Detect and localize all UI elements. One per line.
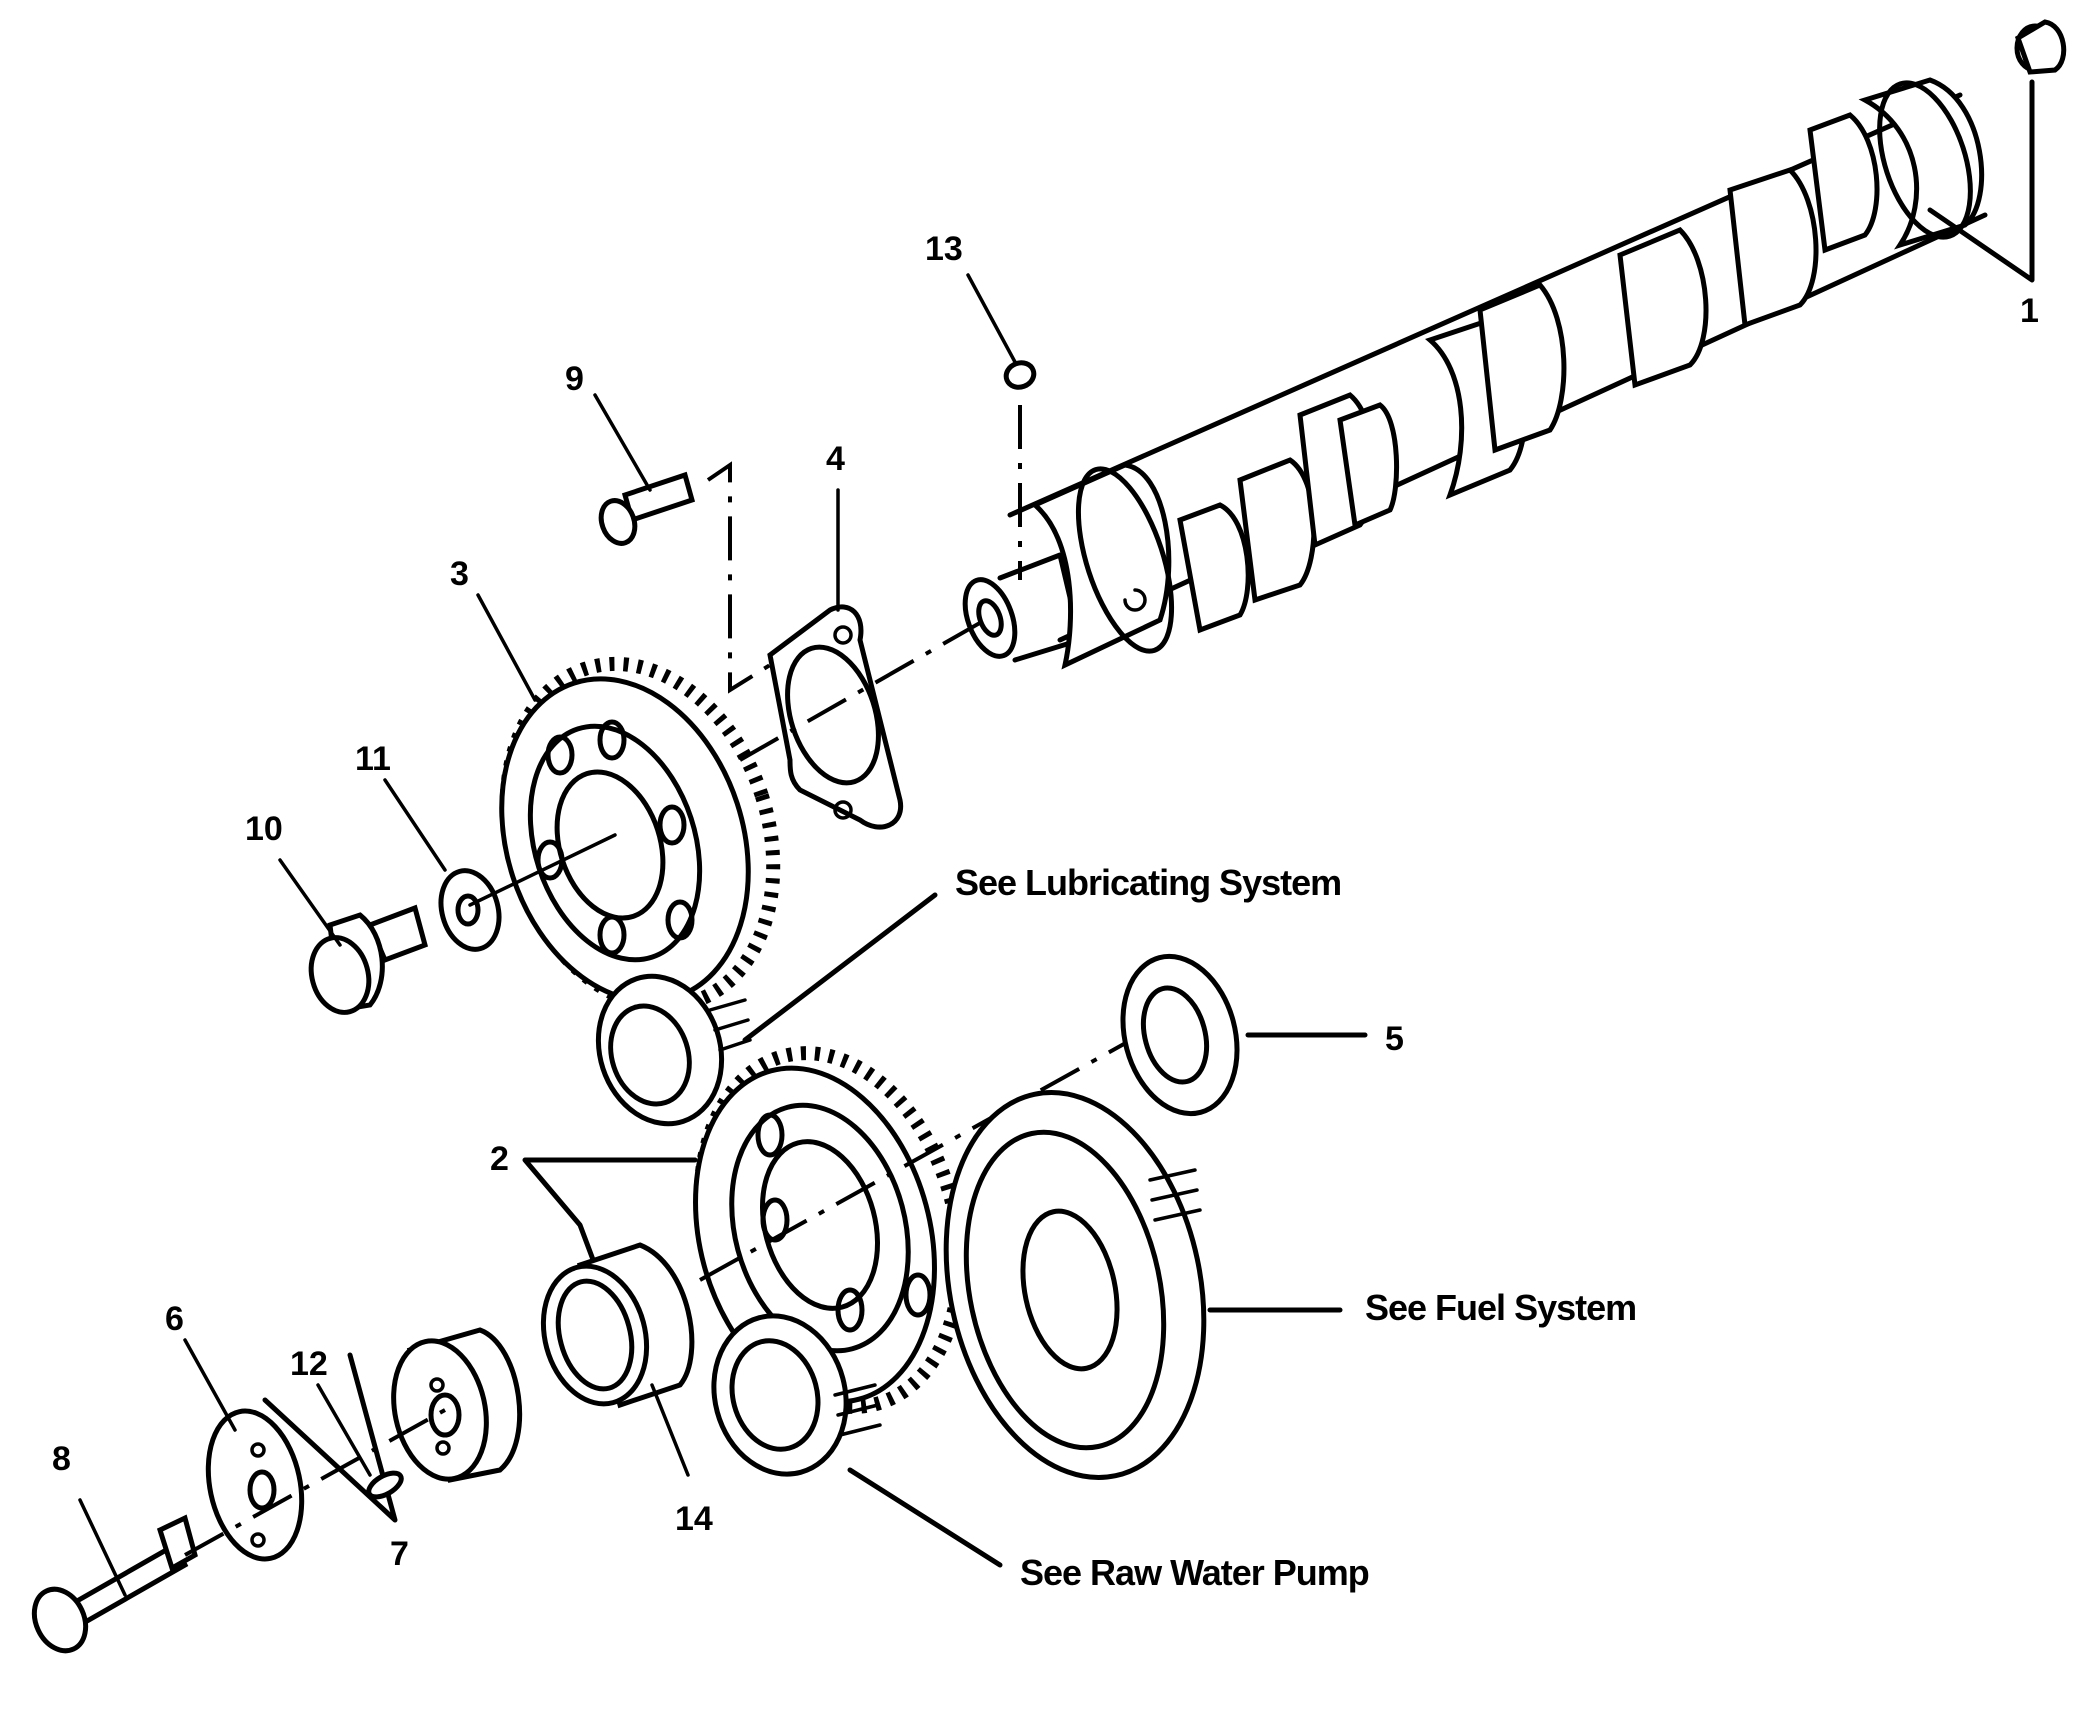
centerline-bolt-9 (706, 461, 772, 694)
callout-13-leader (966, 273, 1017, 364)
callout-4: 4 (826, 440, 845, 478)
callout-10-leader (278, 858, 342, 947)
bolt-10 (308, 904, 429, 1015)
camshaft-lobes (1177, 77, 1984, 634)
callout-6-leader (183, 1338, 237, 1432)
callout-1: 1 (2020, 292, 2039, 330)
see-fuel-system: See Fuel System (1365, 1287, 1636, 1328)
lube-pump-gear (595, 973, 752, 1127)
lubricating-leader (742, 892, 938, 1043)
callout-12-leader (316, 1383, 372, 1477)
centerline-gear-3 (468, 833, 617, 907)
callout-7: 7 (390, 1535, 409, 1573)
callout-8: 8 (52, 1440, 71, 1478)
callout-14: 14 (675, 1500, 713, 1538)
callout-2-leader (522, 1157, 698, 1268)
thrust-plate (767, 604, 904, 830)
callout-9-leader (593, 393, 652, 492)
callout-14-leader (650, 1383, 690, 1477)
callout-6: 6 (165, 1300, 184, 1338)
bolt-8 (31, 1514, 198, 1654)
callout-1-leader (1927, 79, 2035, 283)
washer (438, 868, 502, 952)
dowel-pin (366, 1470, 404, 1500)
callout-8-leader (78, 1498, 127, 1597)
bushing (540, 1242, 695, 1409)
raw-water-leader (847, 1467, 1003, 1568)
raw-water-pump-gear (711, 1313, 882, 1477)
callout-13: 13 (925, 230, 963, 268)
fuel-pump-gear (943, 1089, 1207, 1481)
see-lubricating-system: See Lubricating System (955, 862, 1341, 903)
bolt-9 (598, 471, 696, 546)
callout-10: 10 (245, 810, 283, 848)
callout-11: 11 (355, 740, 391, 778)
plate-6 (205, 1408, 305, 1562)
callout-3-leader (476, 593, 537, 702)
callout-2: 2 (490, 1140, 509, 1178)
callout-3: 3 (450, 555, 469, 593)
callout-5: 5 (1385, 1020, 1404, 1058)
seal (1120, 953, 1240, 1117)
woodruff-key (1003, 360, 1037, 580)
centerline-camshaft (739, 618, 986, 762)
hub (391, 1327, 523, 1483)
centerline-bolt-8 (184, 1408, 446, 1557)
see-raw-water-pump: See Raw Water Pump (1020, 1552, 1369, 1593)
callout-11-leader (383, 778, 447, 872)
camshaft-gear (499, 656, 781, 1014)
centerline-crank (699, 1033, 1141, 1282)
callout-9: 9 (565, 360, 584, 398)
callout-12: 12 (290, 1345, 328, 1383)
camshaft (962, 19, 2067, 670)
